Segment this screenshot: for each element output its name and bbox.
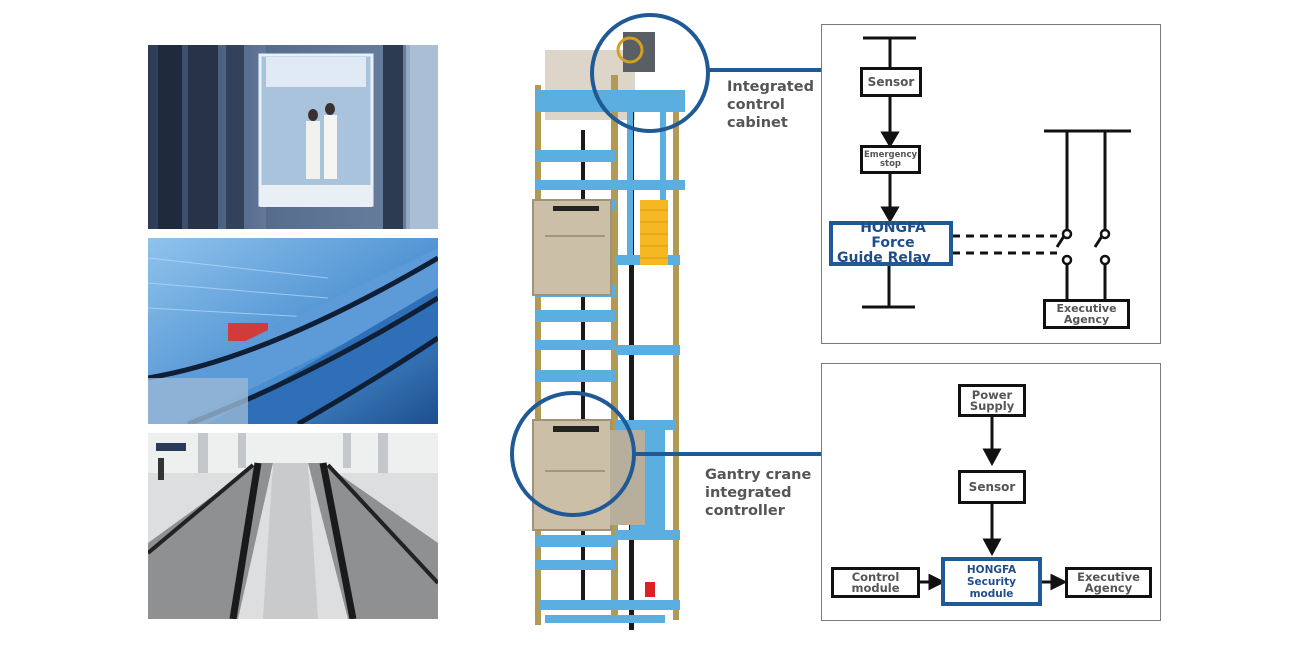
callout-top-line-2: control [727, 97, 785, 113]
control-module-label-line-1: Control [851, 569, 900, 584]
photo-glass-elevator [148, 45, 438, 229]
callout-bottom-line-2: integrated [705, 485, 792, 501]
power-supply-label-line-2: Supply [969, 398, 1015, 413]
security-diagram-wiring [918, 415, 1068, 591]
sensor-box: Sensor [860, 67, 922, 97]
relay-circuit-diagram: Sensor Emergency stop HONGFA Force Guide… [821, 24, 1161, 344]
executive-label-line-1: Executive [1056, 302, 1117, 315]
security-module-label-line-1: HONGFA [966, 563, 1017, 576]
callout-circle-top [590, 13, 710, 133]
power-supply-box: Power Supply [958, 384, 1026, 417]
emergency-stop-label-line-1: Emergency [863, 149, 918, 160]
executive-label-line-2: Agency [1063, 313, 1110, 326]
sensor-box-bottom: Sensor [958, 470, 1026, 504]
control-module-box: Control module [831, 567, 920, 598]
relay-label-line-1: HONGFA Force [860, 220, 926, 251]
sensor-bottom-label: Sensor [968, 480, 1016, 494]
security-module-label-line-2: Security module [966, 575, 1017, 600]
executive-agency-box-top: Executive Agency [1043, 299, 1130, 329]
executive-bottom-label-line-2: Agency [1084, 580, 1133, 595]
emergency-stop-box: Emergency stop [860, 145, 921, 174]
executive-bottom-label-line-1: Executive [1077, 569, 1140, 584]
sensor-label: Sensor [867, 75, 915, 89]
relay-label-line-2: Guide Relay [837, 250, 931, 266]
dumbwaiter-elevator-illustration [505, 10, 725, 640]
callout-top-line-3: cabinet [727, 115, 788, 131]
emergency-stop-label-line-2: stop [879, 158, 902, 169]
callout-label-integrated-control-cabinet: Integrated control cabinet [727, 78, 814, 132]
callout-circle-bottom [510, 391, 636, 517]
relay-diagram-wiring [862, 36, 1131, 309]
callout-bottom-line-3: controller [705, 503, 785, 519]
control-module-label-line-2: module [851, 580, 900, 595]
executive-agency-box-bottom: Executive Agency [1065, 567, 1152, 598]
security-module-diagram: Power Supply Sensor HONGFA Security modu… [821, 363, 1161, 621]
callout-bottom-line-1: Gantry crane [705, 467, 812, 483]
callout-label-gantry-crane-controller: Gantry crane integrated controller [705, 466, 811, 520]
photo-escalators [148, 238, 438, 424]
hongfa-security-module-box: HONGFA Security module [941, 557, 1042, 606]
hongfa-force-guide-relay-box: HONGFA Force Guide Relay [829, 221, 953, 266]
power-supply-label-line-1: Power [971, 387, 1013, 402]
callout-top-line-1: Integrated [727, 79, 814, 95]
photo-moving-walkway [148, 433, 438, 619]
